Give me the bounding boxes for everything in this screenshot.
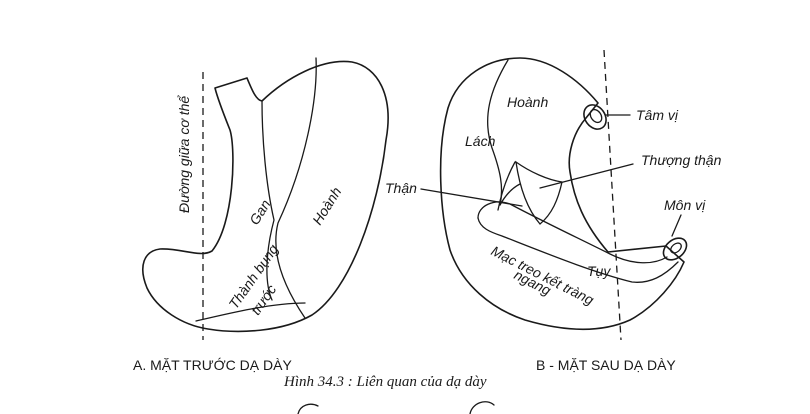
panel-b-pylorus-ring xyxy=(659,234,690,265)
panel-b-kidney-leader xyxy=(421,189,522,206)
panel-a-diaphragm-border xyxy=(276,58,316,318)
panel-b-adrenal-leader xyxy=(540,164,633,188)
panel-b-cardia-label: Tâm vị xyxy=(636,107,679,123)
panel-a-midline-label: Đường giữa cơ thể xyxy=(176,95,192,213)
next-figure-fragments xyxy=(298,402,494,414)
panel-b-diaphragm-label: Hoành xyxy=(507,94,548,110)
panel-b-pylorus-leader xyxy=(672,215,681,236)
panel-b-pylorus-label: Môn vị xyxy=(664,197,706,213)
panel-b-kidney-label: Thận xyxy=(385,180,417,196)
figure-title: Hình 34.3 : Liên quan của dạ dày xyxy=(283,374,487,390)
panel-b-spleen-label: Lách xyxy=(465,133,496,149)
panel-a-caption: A. MẶT TRƯỚC DẠ DÀY xyxy=(133,357,292,373)
panel-b-cardia-ring xyxy=(579,101,610,134)
panel-b-caption: B - MẶT SAU DẠ DÀY xyxy=(536,357,676,373)
panel-a-diagram: Đường giữa cơ thể Gan Hoành Thành bụng t… xyxy=(133,58,388,373)
panel-a-diaphragm-label: Hoành xyxy=(309,184,345,228)
panel-b-adrenal-label: Thượng thận xyxy=(641,152,722,168)
panel-b-pylorus-inner xyxy=(669,241,683,255)
panel-b-pancreas-label: Tụy xyxy=(587,263,611,279)
panel-b-diagram: Hoành Tâm vị Lách Thượng thận Thận Môn v… xyxy=(385,50,722,373)
panel-b-adrenal-border xyxy=(516,162,562,224)
panel-b-midline xyxy=(604,50,621,340)
